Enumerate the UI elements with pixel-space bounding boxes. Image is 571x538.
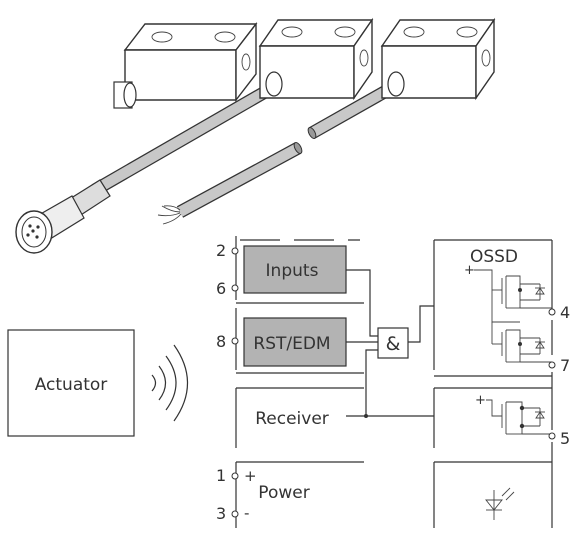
pin-2: 2 [216,241,226,260]
actuator-box [7,329,135,437]
pin-3: 3 [216,504,226,523]
pin-1: 1 [216,466,226,485]
ossd-transistors [474,269,556,369]
power-label: Power [258,483,309,503]
rst-edm-label: RST/EDM [253,334,330,354]
connector-cable [91,82,276,196]
pin-6: 6 [216,279,226,298]
aux-transistor [486,399,556,440]
actuator-label: Actuator [35,375,108,395]
and-gate [377,327,409,359]
pin-8: 8 [216,332,226,351]
power-plus-sign: + [244,467,257,485]
left-pins: 2 6 8 1 3 + - [216,241,257,523]
ossd-label: OSSD [470,247,518,267]
sensor-illustration [15,17,496,254]
wireless-signal-icon [151,344,189,422]
led-indicator-icon [485,487,515,520]
pin-4: 4 [560,303,570,322]
sensor-cable-left [258,17,374,101]
flying-lead-cable [157,80,399,225]
inputs-label: Inputs [266,261,319,281]
actuator: Actuator [7,329,135,437]
sensor-cable-right [380,17,496,101]
pin-5: 5 [560,429,570,448]
ossd-plus-sign: + [464,263,475,278]
aux-plus-sign: + [475,393,486,408]
block-diagram: Inputs RST/EDM Receiver Power 2 6 8 1 3 … [216,236,570,528]
power-minus-sign: - [244,504,249,522]
sensor-with-connector [113,21,258,109]
m12-connector [15,179,111,254]
pin-7: 7 [560,356,570,375]
and-gate-label: & [386,333,401,355]
receiver-label: Receiver [255,409,329,429]
